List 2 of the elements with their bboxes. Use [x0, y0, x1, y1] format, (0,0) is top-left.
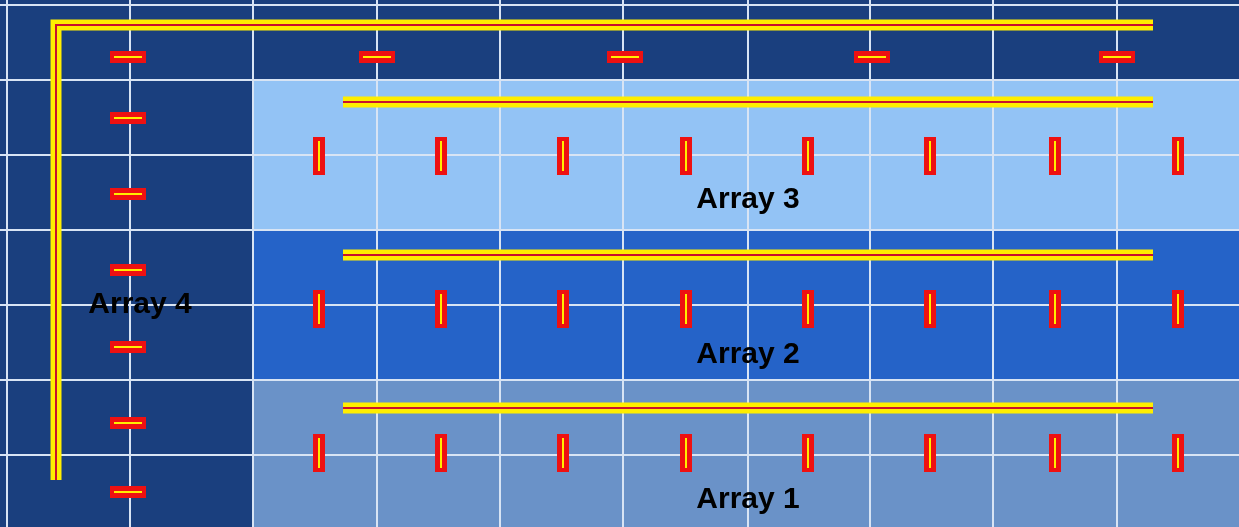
array-label: Array 3: [696, 181, 800, 215]
array-label: Array 1: [696, 481, 800, 515]
